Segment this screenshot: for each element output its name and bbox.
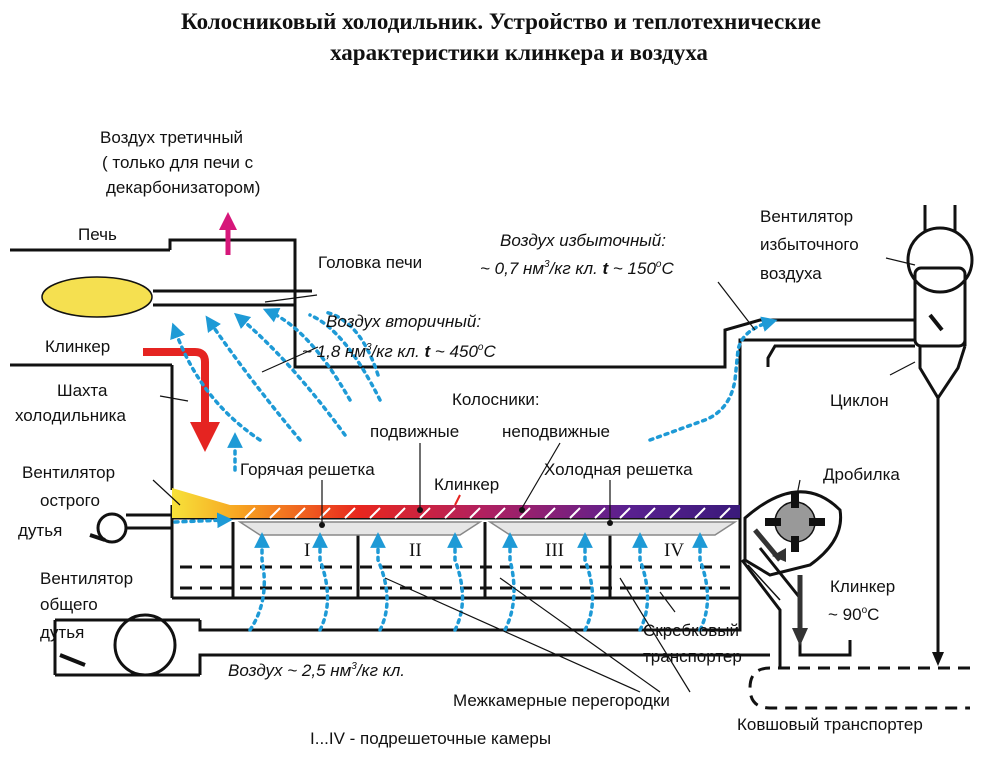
quench-fan-label-3: дутья	[18, 521, 62, 540]
partitions-label: Межкамерные перегородки	[453, 691, 670, 710]
crusher-label: Дробилка	[823, 465, 900, 484]
grate-markers	[319, 507, 613, 528]
excess-fan-label-1: Вентилятор	[760, 207, 853, 226]
general-fan-label-2: общего	[40, 595, 98, 614]
cyclone-drop-arrow-icon	[932, 652, 944, 666]
clinker-in-label: Клинкер	[45, 337, 110, 356]
chamber-3-label: III	[545, 540, 564, 561]
clinker-out-label-1: Клинкер	[830, 577, 895, 596]
bucket-conveyor-label: Ковшовый транспортер	[737, 715, 923, 734]
cooler-shaft-label-2: холодильника	[15, 406, 126, 425]
crusher-icon	[743, 490, 843, 577]
bucket-conveyor	[748, 666, 970, 710]
cold-grate-label: Холодная решетка	[544, 460, 693, 479]
excess-fan-label-2: избыточного	[760, 235, 859, 254]
cyclone-icon	[766, 266, 967, 655]
cooler-shaft-label-1: Шахта	[57, 381, 108, 400]
leader-lines	[152, 257, 916, 693]
crusher-arrowhead-1-icon	[772, 548, 786, 562]
clinker-out-label-2: ~ 90oC	[828, 605, 879, 624]
clinker-arrowhead-icon	[190, 422, 220, 452]
excess-air-label-1: Воздух избыточный:	[500, 231, 666, 250]
general-fan-label-1: Вентилятор	[40, 569, 133, 588]
chambers-note-label: I...IV - подрешеточные камеры	[310, 729, 551, 748]
title-line-1: Колосниковый холодильник. Устройство и т…	[181, 9, 821, 34]
tertiary-air-arrow-icon	[219, 212, 237, 255]
scraper-label-2: транспортер	[643, 647, 742, 666]
grates-label: Колосники:	[452, 390, 540, 409]
chamber-2-label: II	[409, 540, 422, 561]
chamber-1-label: I	[304, 540, 310, 561]
hot-grate-label: Горячая решетка	[240, 460, 375, 479]
clinker-bed-label: Клинкер	[434, 475, 499, 494]
grates-moving-label: подвижные	[370, 422, 459, 441]
kiln-structure	[10, 238, 915, 490]
excess-fan-label-3: воздуха	[760, 264, 822, 283]
clinker-bed-marker	[454, 494, 461, 506]
quench-fan-label-1: Вентилятор	[22, 463, 115, 482]
excess-air-fan	[906, 205, 974, 294]
cyclone-label: Циклон	[830, 391, 889, 410]
quench-air-fan	[89, 512, 172, 544]
general-fan-label-3: дутья	[40, 623, 84, 642]
clinker-bed	[172, 488, 740, 518]
tertiary-air-label-3: декарбонизатором)	[106, 178, 260, 197]
kiln-label: Печь	[78, 225, 117, 244]
tertiary-air-label-2: ( только для печи с	[102, 153, 254, 172]
labels: Воздух третичный ( только для печи с дек…	[15, 128, 923, 748]
diagram-title: Колосниковый холодильник. Устройство и т…	[0, 6, 998, 68]
scraper-label-1: Скребковый	[643, 621, 739, 640]
secondary-air-label-1: Воздух вторичный:	[326, 312, 481, 331]
chamber-hoppers	[237, 521, 738, 536]
discharge-chute	[740, 547, 852, 668]
air-label: Воздух ~ 2,5 нм3/кг кл.	[228, 661, 405, 680]
title-line-2: характеристики клинкера и воздуха	[330, 40, 708, 65]
crusher-arrowhead-2-icon	[792, 628, 808, 646]
tertiary-air-label-1: Воздух третичный	[100, 128, 243, 147]
general-air-fan	[53, 598, 770, 677]
flame-icon	[41, 276, 153, 318]
secondary-air-label-2: ~ 1,8 нм3/кг кл. t ~ 450oC	[302, 342, 496, 361]
excess-air-label-2: ~ 0,7 нм3/кг кл. t ~ 150oC	[480, 259, 674, 278]
grate-hatch	[244, 507, 731, 519]
kiln-hood-label: Головка печи	[318, 253, 422, 272]
grates-fixed-label: неподвижные	[502, 422, 610, 441]
scraper-conveyor	[180, 565, 730, 590]
chamber-4-label: IV	[664, 540, 684, 561]
clinker-flow-arrow-icon	[143, 348, 209, 425]
quench-fan-label-2: острого	[40, 491, 100, 510]
